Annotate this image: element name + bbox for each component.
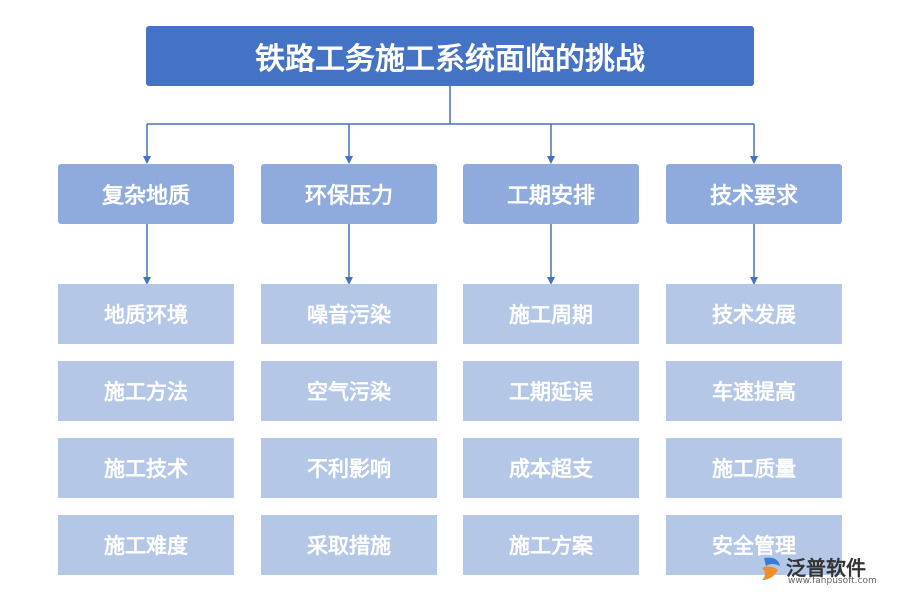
item-box: 安全管理 xyxy=(666,515,842,575)
item-box: 车速提高 xyxy=(666,361,842,421)
item-box: 成本超支 xyxy=(463,438,639,498)
fanpu-logo-icon xyxy=(762,557,780,580)
item-box: 采取措施 xyxy=(261,515,437,575)
item-box: 施工质量 xyxy=(666,438,842,498)
category-box-4: 技术要求 xyxy=(666,164,842,224)
category-box-3: 工期安排 xyxy=(463,164,639,224)
item-box: 地质环境 xyxy=(58,284,234,344)
category-box-2: 环保压力 xyxy=(261,164,437,224)
brand-url: www.fanpusoft.com xyxy=(788,576,877,586)
item-box: 施工技术 xyxy=(58,438,234,498)
item-box: 施工方法 xyxy=(58,361,234,421)
item-box: 施工难度 xyxy=(58,515,234,575)
item-box: 施工方案 xyxy=(463,515,639,575)
item-box: 工期延误 xyxy=(463,361,639,421)
item-box: 噪音污染 xyxy=(261,284,437,344)
item-box: 技术发展 xyxy=(666,284,842,344)
item-box: 不利影响 xyxy=(261,438,437,498)
item-box: 施工周期 xyxy=(463,284,639,344)
brand-name: 泛普软件 xyxy=(786,556,866,580)
brand-logo: 泛普软件 www.fanpusoft.com xyxy=(758,552,888,592)
diagram-title: 铁路工务施工系统面临的挑战 xyxy=(146,26,754,86)
item-box: 空气污染 xyxy=(261,361,437,421)
category-box-1: 复杂地质 xyxy=(58,164,234,224)
